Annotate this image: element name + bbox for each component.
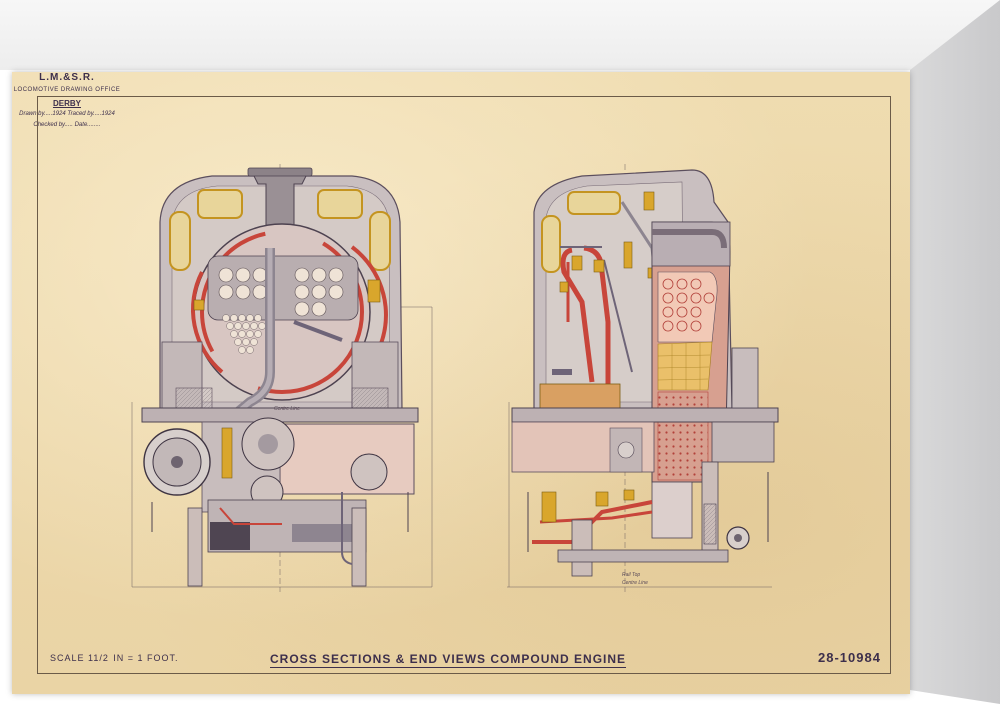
small-boiler-tubes [222, 314, 266, 354]
title-block: L.M.&S.R. LOCOMOTIVE DRAWING OFFICE DERB… [12, 72, 122, 131]
note-rail-top: Rail Top [622, 572, 641, 578]
note-centre-line-right: Centre Line [622, 580, 648, 586]
firebox-tube-plate [662, 278, 715, 332]
engineering-drawing [131, 164, 779, 592]
office-city: DERBY [52, 99, 81, 108]
scale-label: SCALE 11/2 IN = 1 FOOT. [50, 650, 178, 664]
brass-valves [541, 489, 635, 523]
checked-by-line: Checked by..... Date........ [33, 122, 101, 128]
scale-suffix: IN = 1 FOOT. [113, 653, 179, 663]
drawing-border [37, 96, 891, 674]
drawing-sheet: Centre Line Rail Top Centre Line SCALE 1… [12, 72, 910, 694]
canvas-mount-side-edge [910, 0, 1000, 704]
note-centre-line-left: Centre Line [274, 406, 300, 412]
drawing-title: CROSS SECTIONS & END VIEWS COMPOUND ENGI… [270, 652, 627, 668]
superheater-flue-tubes [218, 267, 344, 317]
company-name: L.M.&S.R. [39, 72, 95, 83]
scale-fraction: 1/2 [93, 653, 109, 663]
cross-section-firebox [511, 169, 779, 577]
drawn-by-line: Drawn by.....1924 Traced by.....1924 [19, 111, 115, 117]
drawing-number: 28-10984 [818, 650, 881, 665]
canvas-mount-top-edge [0, 0, 1000, 70]
end-view-smokebox [141, 167, 419, 587]
drawing-office-name: LOCOMOTIVE DRAWING OFFICE [13, 87, 121, 93]
scale-prefix: SCALE 1 [50, 653, 94, 663]
